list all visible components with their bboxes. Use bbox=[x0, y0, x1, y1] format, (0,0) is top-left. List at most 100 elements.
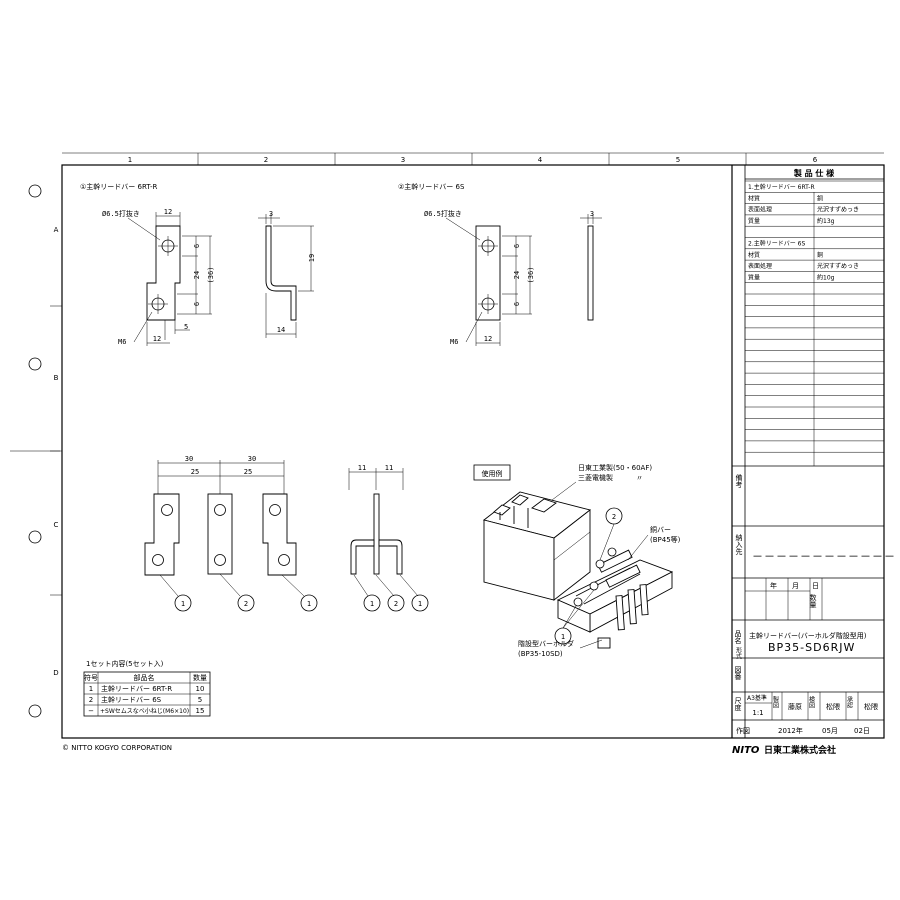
zone-col-2: 2 bbox=[264, 156, 268, 164]
set-table-row-1-name: 主幹リードバー 6RT-R bbox=[101, 684, 172, 693]
view2-dim-v2: 24 bbox=[513, 271, 521, 279]
spec-item-label: 表面処理 bbox=[748, 206, 772, 214]
callout-1-side-left: 1 bbox=[370, 600, 374, 608]
spec-item-label: 材質 bbox=[748, 194, 760, 202]
view2-hole-note: Ø6.5打抜き bbox=[424, 209, 462, 218]
view1-dim-total: (36) bbox=[207, 267, 215, 284]
spec-item-value: 銅 bbox=[817, 251, 823, 259]
delivery-label: 納入先 bbox=[735, 533, 743, 556]
spec-item-label: 質量 bbox=[748, 217, 760, 225]
view1-dim-width-bottom: 12 bbox=[153, 335, 161, 343]
view2-dim-total: (36) bbox=[527, 267, 535, 284]
spec-item-value: 光沢すずめっき bbox=[817, 262, 859, 270]
logo-mark: NITO bbox=[732, 745, 760, 756]
drawing-frame bbox=[61, 164, 885, 739]
zone-col-6: 6 bbox=[813, 156, 818, 164]
view1-side-width: 14 bbox=[277, 326, 285, 334]
approved-label: 承認 bbox=[846, 695, 853, 709]
zone-row-c: C bbox=[54, 521, 59, 529]
zone-row-b: B bbox=[54, 374, 59, 382]
set-table-row-2-qty: 5 bbox=[198, 696, 202, 704]
set-table-row-3-name: +SWセムスなべ小ねじ(M6×10) bbox=[100, 707, 189, 715]
set-table-caption: 1セット内容(5セット入) bbox=[86, 659, 164, 668]
callout-1-right: 1 bbox=[307, 600, 311, 608]
title-block: 製 品 仕 様 1.主幹リードバー 6RT-R材質銅表面処理光沢すずめっき質量約… bbox=[731, 165, 900, 738]
model-label: 形式 bbox=[735, 646, 742, 659]
usage-callout-2: 2 bbox=[612, 513, 616, 521]
set-table-row-3-qty: 15 bbox=[196, 707, 205, 715]
assembly-views: 30 30 25 25 1 2 1 11 11 bbox=[144, 455, 429, 612]
view1-title: ①主幹リードバー 6RT-R bbox=[80, 182, 157, 191]
drawing-label: 図番 bbox=[734, 666, 742, 681]
assembly-dim-25-right: 25 bbox=[244, 468, 252, 476]
spec-item-label: 質量 bbox=[748, 273, 760, 281]
spec-item-label: 1.主幹リードバー 6RT-R bbox=[748, 183, 815, 191]
spec-item-value: 光沢すずめっき bbox=[817, 206, 859, 214]
usage-callout-1: 1 bbox=[561, 633, 565, 641]
spec-item-label: 材質 bbox=[748, 251, 760, 259]
assembly-dim-25-left: 25 bbox=[191, 468, 199, 476]
usage-busbar-note-1: 銅バー bbox=[650, 525, 671, 534]
assembly-dim-11-right: 11 bbox=[385, 464, 393, 472]
set-contents-table: 1セット内容(5セット入) 符号 部品名 数量 1 主幹リードバー 6RT-R … bbox=[83, 659, 211, 717]
callout-2-side: 2 bbox=[394, 600, 398, 608]
spec-item-value: 銅 bbox=[817, 194, 823, 202]
date-year-label: 年 bbox=[770, 581, 777, 590]
checked-label: 検図 bbox=[808, 695, 815, 709]
usage-breaker-note-3: 〃 bbox=[636, 474, 643, 482]
drawn-label: 製図 bbox=[772, 695, 779, 709]
usage-label: 使用例 bbox=[482, 469, 503, 478]
callout-2-center: 2 bbox=[244, 600, 248, 608]
view1-dim-width-top: 12 bbox=[164, 208, 172, 216]
view2-side-thickness: 3 bbox=[590, 210, 594, 218]
product-name: 主幹リードバー(バーホルダ階設型用) bbox=[749, 631, 867, 640]
product-label: 品名 bbox=[734, 630, 742, 645]
size-label: A3基準 bbox=[747, 694, 767, 702]
zone-col-1: 1 bbox=[128, 156, 132, 164]
approved-by: 松隈 bbox=[864, 702, 878, 711]
assembly-dim-30-left: 30 bbox=[185, 455, 193, 463]
spec-item-value: 約13g bbox=[817, 217, 835, 225]
delivery-value: －－－－－－－－－－－－ 様 bbox=[752, 549, 900, 563]
logo-text: 日東工業株式会社 bbox=[764, 744, 836, 756]
set-table-row-1-qty: 10 bbox=[196, 685, 205, 693]
view1-side-thickness: 3 bbox=[269, 210, 273, 218]
zone-labels: 1 2 3 4 5 6 A B C D bbox=[53, 156, 817, 677]
view2-dim-v3: 6 bbox=[513, 302, 521, 306]
scale-value: 1:1 bbox=[752, 709, 763, 717]
spec-item-value: 約10g bbox=[817, 273, 835, 281]
scale-label: 尺度 bbox=[734, 697, 742, 712]
issue-month: 05月 bbox=[822, 727, 838, 735]
set-table-row-1-code: 1 bbox=[89, 685, 93, 693]
view1-dim-v1: 6 bbox=[193, 244, 201, 248]
copyright: © NITTO KOGYO CORPORATION bbox=[62, 744, 172, 752]
usage-holder-note-1: 階設型バーホルダ bbox=[518, 639, 574, 648]
usage-example: 使用例 日東工業製(50・60AF) 三菱電機製 〃 bbox=[473, 463, 681, 658]
date-day-label: 日 bbox=[812, 582, 819, 590]
set-table-row-2-code: 2 bbox=[89, 696, 93, 704]
usage-breaker-note-1: 日東工業製(50・60AF) bbox=[578, 463, 652, 472]
view2-thread: M6 bbox=[450, 338, 458, 346]
seal-label: 数量 bbox=[809, 593, 817, 608]
callout-1-left: 1 bbox=[181, 600, 185, 608]
set-table-header-qty: 数量 bbox=[193, 673, 207, 682]
set-table-row-3-code: − bbox=[88, 707, 94, 715]
usage-holder-note-2: (BP35-10SD) bbox=[518, 650, 563, 658]
view-6rt-r: ①主幹リードバー 6RT-R bbox=[80, 182, 316, 346]
view1-dim-v3: 6 bbox=[193, 302, 201, 306]
zone-col-5: 5 bbox=[676, 156, 680, 164]
zone-col-3: 3 bbox=[401, 156, 405, 164]
view2-title: ②主幹リードバー 6S bbox=[398, 182, 465, 191]
zone-row-d: D bbox=[53, 669, 58, 677]
view2-dim-width-bottom: 12 bbox=[484, 335, 492, 343]
usage-breaker-note-2: 三菱電機製 bbox=[578, 473, 613, 482]
assembly-dim-30-right: 30 bbox=[248, 455, 256, 463]
issue-day: 02日 bbox=[854, 727, 870, 735]
view1-side-height: 19 bbox=[308, 254, 316, 262]
view1-dim-offset: 5 bbox=[184, 323, 188, 331]
view1-dim-v2: 24 bbox=[193, 271, 201, 279]
callout-1-side-right: 1 bbox=[418, 600, 422, 608]
view-6s: ②主幹リードバー 6S Ø6.5打抜き 6 24 6 (36) 12 M6 bbox=[398, 182, 602, 346]
date-month-label: 月 bbox=[792, 582, 799, 590]
